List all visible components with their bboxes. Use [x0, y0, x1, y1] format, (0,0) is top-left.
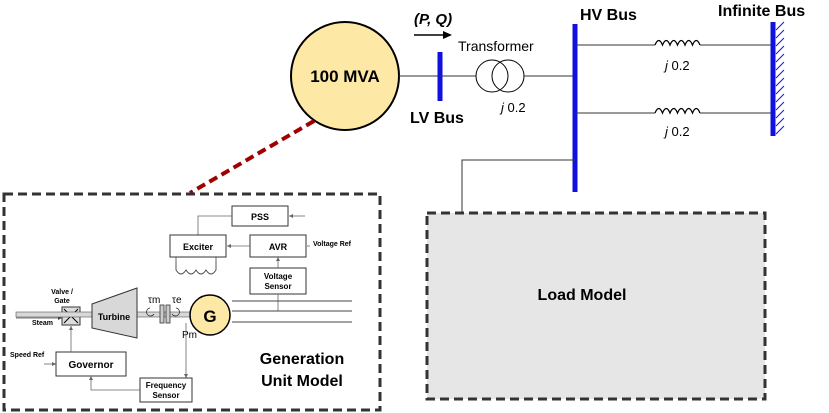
infinite-bus-label: Infinite Bus [718, 3, 805, 20]
lv-bus-label: LV Bus [410, 110, 464, 127]
tau-m-label: τm [148, 295, 160, 306]
turbine-label: Turbine [98, 312, 130, 322]
frequency-sensor-label-line1: Frequency [146, 381, 187, 390]
load-model-label: Load Model [538, 287, 627, 304]
frequency-sensor-label-line2: Sensor [152, 391, 179, 400]
valve-label-line1: Valve / [51, 289, 73, 296]
generation-unit-title-line2: Unit Model [261, 373, 343, 390]
hv-bus-label: HV Bus [580, 7, 637, 24]
coupling-left [159, 304, 165, 324]
speed-ref-arrow [52, 362, 56, 366]
gen-detail-connector [188, 119, 316, 195]
freq-governor-line [90, 376, 140, 391]
tau-m-rotation-icon [146, 307, 155, 317]
load-model-box [425, 211, 767, 401]
exciter-block [169, 234, 227, 258]
pss-label: PSS [251, 212, 269, 222]
vsensor-avr-arrow [276, 257, 280, 261]
avr-exciter-arrow [227, 244, 231, 248]
avr-label: AVR [269, 242, 288, 252]
hv-load-line [461, 159, 575, 212]
tau-e-rotation-icon [171, 307, 180, 317]
steam-label: Steam [32, 320, 53, 327]
speed-ref-label: Speed Ref [10, 352, 45, 359]
transformer-impedance: j 0.2 [499, 100, 526, 115]
coupling-right [165, 304, 171, 324]
freq-governor-arrow [89, 376, 93, 380]
pss-exciter-line [197, 215, 232, 235]
frequency-sensor-block [139, 377, 193, 403]
voltage-sensor-label-line1: Voltage [264, 272, 293, 281]
generator-rating: 100 MVA [310, 67, 380, 86]
line2-impedance: j 0.2 [663, 124, 690, 139]
pm-freq-arrow [184, 374, 188, 378]
turbine-block [91, 287, 138, 339]
line1-inductor [654, 39, 701, 47]
infinite-bus-hatching [775, 21, 785, 135]
transformer-winding-primary [475, 59, 509, 93]
voltage-sensor-block [249, 267, 307, 295]
transformer-label: Transformer [458, 38, 534, 54]
line2-inductor [654, 107, 701, 115]
generator-g-label: G [203, 307, 216, 326]
voltage-sensor-label-line2: Sensor [264, 282, 291, 291]
governor-block [55, 351, 127, 377]
pss-input-arrow [289, 214, 293, 218]
line1-impedance: j 0.2 [663, 58, 690, 73]
field-winding-coil [175, 262, 217, 275]
generation-unit-title-line1: Generation [260, 351, 344, 368]
valve-label-line2: Gate [54, 298, 70, 305]
tau-e-label: τe [172, 295, 182, 306]
voltage-ref-label: Voltage Ref [313, 241, 352, 248]
power-flow-arrow-head [443, 31, 452, 39]
governor-label: Governor [68, 360, 113, 371]
p-m-label: Pm [182, 330, 197, 341]
governor-valve-arrow [69, 326, 73, 330]
generator-g-circle [189, 294, 231, 336]
power-flow-label: (P, Q) [414, 11, 452, 28]
exciter-label: Exciter [183, 242, 214, 252]
